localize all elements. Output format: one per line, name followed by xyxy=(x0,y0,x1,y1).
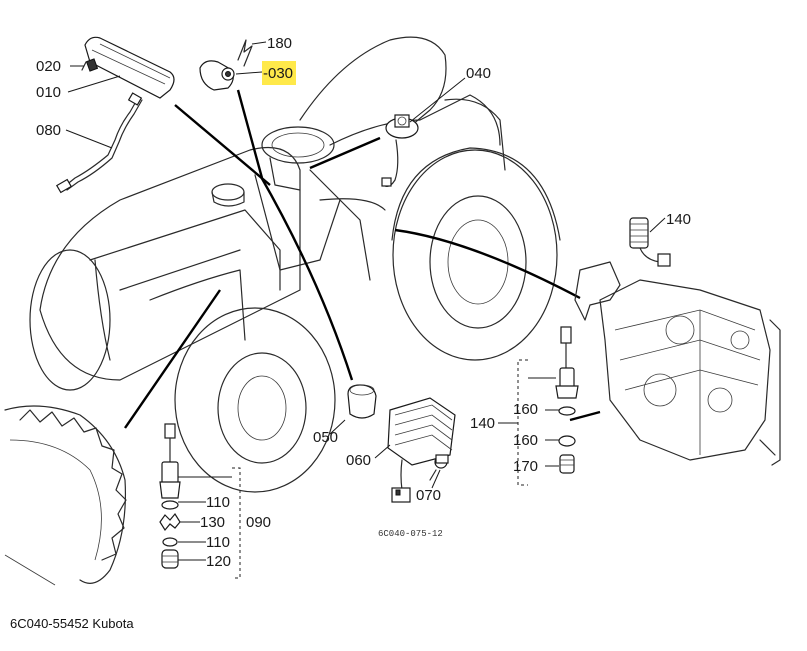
diagram-caption: 6C040-55452 Kubota xyxy=(10,616,134,631)
label-140-top: 140 xyxy=(666,211,691,228)
label-160-b: 160 xyxy=(513,432,538,449)
label-110-a: 110 xyxy=(206,494,230,511)
label-180: 180 xyxy=(267,35,292,52)
label-070: 070 xyxy=(416,487,441,504)
label-leaders xyxy=(65,41,666,561)
label-090: 090 xyxy=(246,514,271,531)
label-080: 080 xyxy=(36,122,61,139)
part-090-switch-assembly xyxy=(159,423,241,579)
part-030-switch xyxy=(199,39,253,91)
tractor-outline xyxy=(29,36,561,493)
label-060: 060 xyxy=(346,452,371,469)
part-050-relay xyxy=(347,384,377,419)
part-040-sensor xyxy=(381,114,419,187)
part-070-connector xyxy=(429,454,449,481)
label-020: 020 xyxy=(36,58,61,75)
label-120: 120 xyxy=(206,553,231,570)
label-010: 010 xyxy=(36,84,61,101)
drawing-code: 6C040-075-12 xyxy=(378,529,443,539)
label-140-lower: 140 xyxy=(470,415,495,432)
transmission-housing xyxy=(574,261,781,466)
highlight-030 xyxy=(262,61,296,85)
pointer-lines xyxy=(124,89,601,429)
label-110-b: 110 xyxy=(206,534,230,551)
part-010-lamp xyxy=(81,36,175,99)
label-130: 130 xyxy=(200,514,225,531)
label-160-a: 160 xyxy=(513,401,538,418)
label-030: -030 xyxy=(263,65,293,82)
label-040: 040 xyxy=(466,65,491,82)
part-060-regulator xyxy=(387,397,456,503)
tire-detail-left xyxy=(4,405,127,586)
label-050: 050 xyxy=(313,429,338,446)
label-170: 170 xyxy=(513,458,538,475)
part-140-switch-assembly xyxy=(517,326,579,486)
part-140-sensor-top xyxy=(629,217,671,267)
